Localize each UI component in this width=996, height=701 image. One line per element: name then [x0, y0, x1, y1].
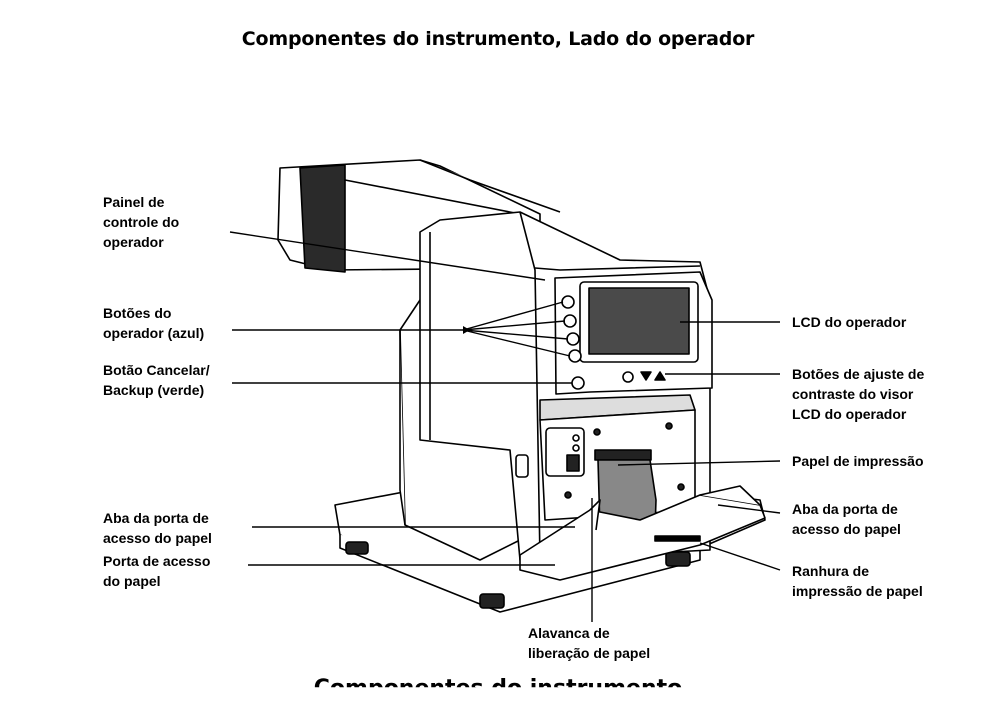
leader-painel	[229, 231, 546, 281]
contrast-circle	[622, 371, 634, 383]
op-button-2	[563, 314, 577, 328]
contrast-down	[640, 371, 652, 381]
contrast-up	[654, 371, 666, 381]
page-title: Componentes do instrumento, Lado do oper…	[241, 28, 755, 50]
op-button-1	[561, 295, 575, 309]
lcd-screen	[588, 287, 690, 355]
foot-left	[345, 541, 369, 555]
cancel-button	[571, 376, 585, 390]
leader-papel	[617, 460, 781, 466]
leader-aba-right	[717, 504, 781, 514]
label-ranhura: Ranhura de impressão de papel	[792, 563, 923, 599]
label-ajuste-contraste: Botões de ajuste de contraste do visor L…	[792, 366, 925, 422]
print-slot	[654, 535, 701, 542]
label-aba-porta-left: Aba da porta de acesso do papel	[103, 510, 212, 546]
label-botao-cancelar: Botão Cancelar/ Backup (verde)	[103, 362, 210, 398]
footer-partial-text: Componentes do instrumento	[313, 676, 683, 701]
label-porta-acesso: Porta de acesso do papel	[103, 553, 211, 589]
op-button-4	[568, 349, 582, 363]
label-alavanca: Alavanca de liberação de papel	[528, 625, 651, 661]
label-papel-impressao: Papel de impressão	[792, 453, 924, 469]
door-flap	[519, 494, 766, 581]
foot-front	[479, 593, 505, 609]
label-botoes-operador: Botões do operador (azul)	[103, 305, 205, 341]
label-aba-porta-right: Aba da porta de acesso do papel	[792, 501, 901, 537]
label-painel: Painel de controle do operador	[103, 194, 180, 250]
label-lcd: LCD do operador	[792, 314, 907, 330]
paper-roll-slot	[594, 449, 652, 461]
leader-ranhura	[699, 542, 781, 571]
foot-right	[665, 551, 691, 567]
op-button-3	[566, 332, 580, 346]
